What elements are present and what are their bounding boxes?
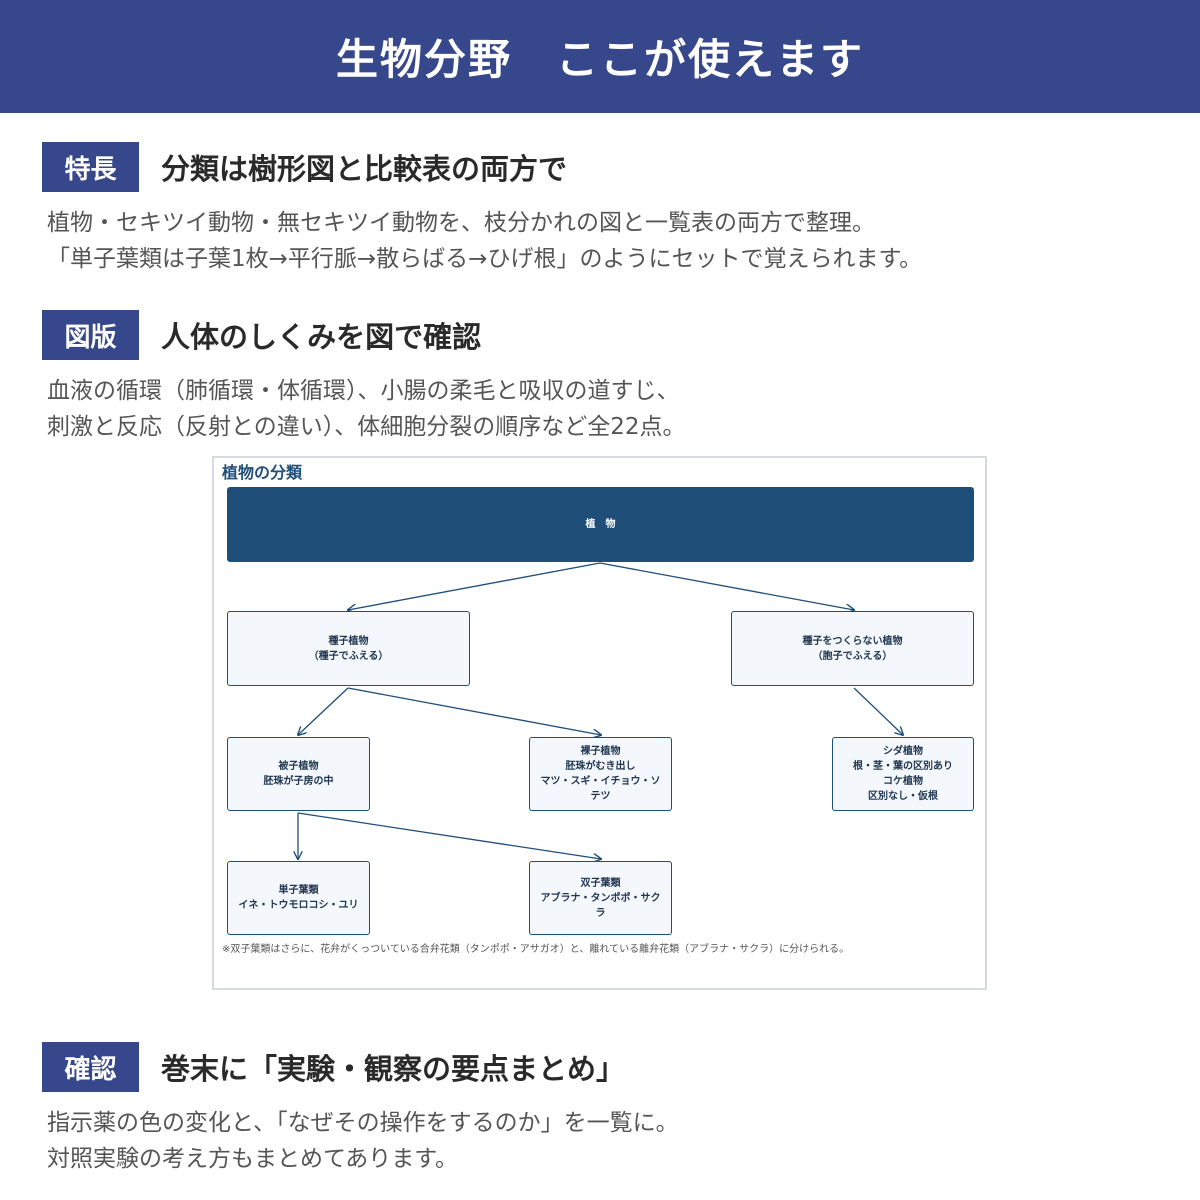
- section-body: 植物・セキツイ動物・無セキツイ動物を、枝分かれの図と一覧表の両方で整理。 「単子…: [47, 205, 1172, 277]
- section-line: 指示薬の色の変化と、「なぜその操作をするのか」を一覧に。: [47, 1110, 679, 1136]
- page-title: 生物分野 ここが使えます: [335, 35, 864, 84]
- section-line: 植物・セキツイ動物・無セキツイ動物を、枝分かれの図と一覧表の両方で整理。: [47, 210, 875, 236]
- section-title: 分類は樹形図と比較表の両方で: [161, 152, 568, 186]
- section-badge: 確認: [42, 1042, 139, 1092]
- plant-classification-diagram: 植物の分類 植 物 種子植物 （種子でふえる） 種子をつくらない植物 （胞子でふ…: [212, 456, 987, 990]
- section-line: 対照実験の考え方もまとめてあります。: [47, 1146, 459, 1172]
- node-ferns-mosses: シダ植物 根・茎・葉の区別あり コケ植物 区別なし・仮根: [832, 737, 974, 811]
- section-badge: 特長: [42, 142, 139, 192]
- figures-section: 図版 人体のしくみを図で確認 血液の循環（肺循環・体循環）、小腸の柔毛と吸収の道…: [42, 310, 1172, 445]
- section-line: 血液の循環（肺循環・体循環）、小腸の柔毛と吸収の道すじ、: [47, 378, 680, 404]
- section-title: 人体のしくみを図で確認: [161, 320, 482, 354]
- diagram-note: ※双子葉類はさらに、花弁がくっついている合弁花類（タンポポ・アサガオ）と、離れて…: [222, 944, 850, 955]
- section-title: 巻末に「実験・観察の要点まとめ」: [161, 1052, 626, 1086]
- connector-root-seed: [348, 562, 601, 610]
- check-section: 確認 巻末に「実験・観察の要点まとめ」 指示薬の色の変化と、「なぜその操作をする…: [42, 1042, 1172, 1177]
- section-body: 指示薬の色の変化と、「なぜその操作をするのか」を一覧に。 対照実験の考え方もまと…: [47, 1105, 1172, 1177]
- section-line: 「単子葉類は子葉1枚→平行脈→散らばる→ひげ根」のようにセットで覚えられます。: [47, 246, 923, 272]
- section-line: 刺激と反応（反射との違い）、体細胞分裂の順序など全22点。: [47, 414, 686, 440]
- node-non-seed-plants: 種子をつくらない植物 （胞子でふえる）: [731, 611, 974, 686]
- section-badge: 図版: [42, 310, 139, 360]
- diagram-title: 植物の分類: [222, 463, 303, 482]
- feature-section: 特長 分類は樹形図と比較表の両方で 植物・セキツイ動物・無セキツイ動物を、枝分か…: [42, 142, 1172, 277]
- node-dicots: 双子葉類 アブラナ・タンポポ・サク ラ: [529, 861, 672, 935]
- node-seed-plants: 種子植物 （種子でふえる）: [227, 611, 470, 686]
- connector-noseed-fern: [853, 687, 903, 735]
- page-header: 生物分野 ここが使えます: [0, 0, 1200, 113]
- tree-connectors: [214, 562, 985, 988]
- node-monocots: 単子葉類 イネ・トウモロコシ・ユリ: [227, 861, 370, 935]
- connector-root-noseed: [599, 562, 854, 610]
- node-plants: 植 物: [227, 487, 974, 562]
- node-gymnosperms: 裸子植物 胚珠がむき出し マツ・スギ・イチョウ・ソ テツ: [529, 737, 672, 811]
- connector-seed-angio: [298, 687, 349, 735]
- node-angiosperms: 被子植物 胚珠が子房の中: [227, 737, 370, 811]
- connector-angio-dicot: [297, 812, 601, 859]
- section-body: 血液の循環（肺循環・体循環）、小腸の柔毛と吸収の道すじ、 刺激と反応（反射との違…: [47, 373, 1172, 445]
- connector-seed-gymno: [347, 687, 601, 735]
